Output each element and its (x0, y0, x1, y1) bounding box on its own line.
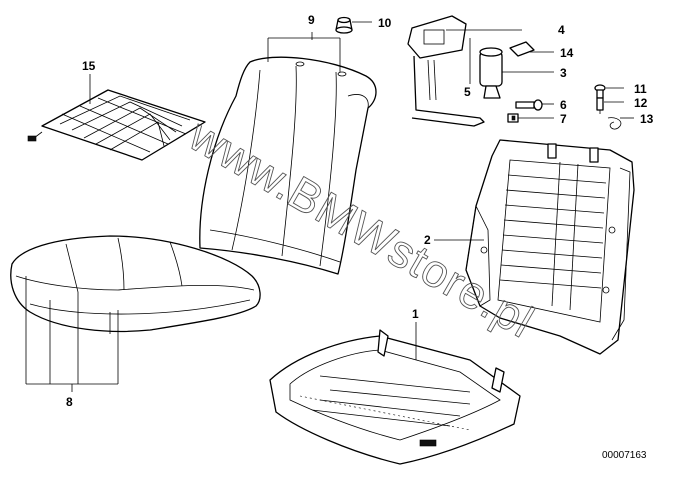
nut-part (507, 113, 519, 123)
bracket-part (407, 15, 485, 127)
grommet-part (335, 16, 353, 34)
backrest-frame-part (465, 139, 635, 355)
heating-mat-part (27, 89, 206, 161)
callout-3: 3 (560, 66, 567, 80)
callout-14: 14 (560, 46, 574, 60)
callout-4: 4 (558, 23, 565, 37)
callout-10: 10 (378, 16, 392, 30)
drawing-number: 00007163 (602, 450, 647, 461)
callout-15: 15 (82, 59, 96, 73)
callout-5: 5 (464, 85, 471, 99)
leader-lines (25, 21, 634, 392)
callout-6: 6 (560, 98, 567, 112)
callout-12: 12 (634, 96, 648, 110)
callout-9: 9 (308, 13, 315, 27)
callout-7: 7 (560, 112, 567, 126)
backrest-cover-part (199, 56, 377, 275)
callout-11: 11 (634, 82, 647, 96)
clip-part (509, 41, 535, 57)
motor-part (479, 47, 503, 99)
seat-frame-part (269, 329, 521, 465)
pin-assembly-part (594, 84, 622, 130)
callout-8: 8 (66, 395, 73, 409)
seat-cushion-part (10, 235, 261, 334)
screw-part (515, 99, 543, 111)
callout-1: 1 (412, 307, 419, 321)
callout-2: 2 (424, 233, 431, 247)
callout-13: 13 (640, 112, 654, 126)
